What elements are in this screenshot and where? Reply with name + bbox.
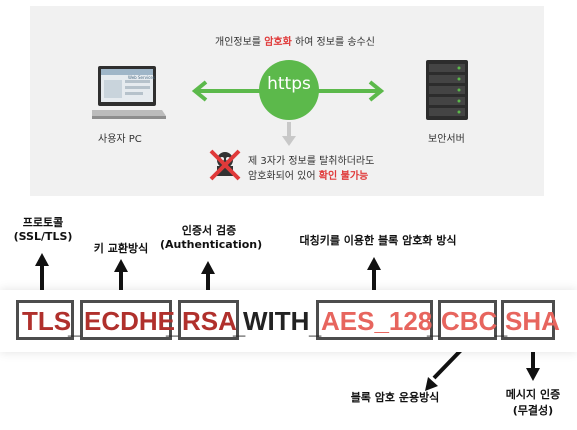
label-authentication: 인증서 검증 (Authentication) [160, 224, 263, 251]
token-sep-4: _ [309, 314, 322, 339]
user-pc-label: 사용자 PC [98, 134, 142, 145]
top-caption: 개인정보를 암호화 하여 정보를 송수신 [215, 37, 375, 48]
label-symmetric-cipher: 대칭키를 이용한 블록 암호화 방식 [299, 234, 457, 247]
label-block-mode: 블록 암호 운용방식 [350, 391, 440, 404]
hacker-icon [209, 149, 241, 181]
server-label: 보안서버 [428, 134, 465, 145]
token-aes-128: AES_128 [321, 306, 433, 336]
https-circle-icon [259, 60, 319, 120]
screen-text: Web Services [128, 75, 155, 80]
box-authentication [178, 300, 239, 340]
note-line-1: 제 3자가 정보를 탈취하더라도 [248, 156, 375, 167]
label-protocol: 프로토콜 (SSL/TLS) [13, 216, 73, 243]
token-sep-3: _ [233, 314, 246, 339]
box-block-mode [438, 300, 497, 340]
server-icon [426, 60, 468, 120]
https-label: https [267, 74, 311, 94]
label-message-auth: 메시지 인증 (무결성) [505, 388, 561, 417]
box-protocol [16, 300, 74, 340]
down-arrow-icon [282, 122, 296, 146]
laptop-icon: Web Services [92, 66, 166, 119]
token-cbc: CBC [441, 306, 498, 336]
token-ecdhe: ECDHE [84, 306, 176, 336]
token-tls: TLS [22, 306, 72, 336]
arrow-block-mode-icon [425, 344, 467, 391]
token-sep-5: _ [427, 314, 440, 339]
box-mac [501, 300, 555, 340]
token-sep-2: _ [166, 314, 179, 339]
token-sep-1: _ [68, 314, 81, 339]
token-with: WITH [243, 306, 310, 336]
box-key-exchange [80, 300, 172, 340]
token-sha: SHA [505, 306, 560, 336]
box-symmetric-cipher [316, 300, 433, 340]
token-rsa: RSA [182, 306, 237, 336]
label-key-exchange: 키 교환방식 [93, 242, 149, 255]
note-line-2: 암호화되어 있어 확인 불가능 [248, 171, 369, 182]
token-sep-6: _ [495, 314, 508, 339]
